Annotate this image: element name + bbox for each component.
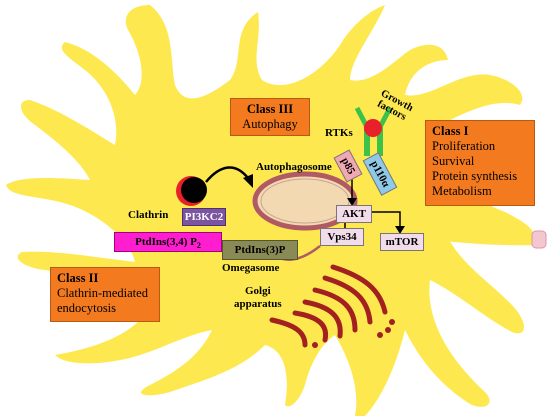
class-ii-title: Class II [57, 271, 99, 285]
ptdins34-label: PtdIns(3,4) P [135, 236, 197, 248]
class-i-title: Class I [432, 124, 469, 138]
omegasome-label: Omegasome [222, 262, 280, 274]
mtor-box: mTOR [380, 233, 424, 251]
receptor-stem-right [377, 126, 383, 156]
clathrin-arrow [205, 166, 249, 183]
ptdins34-box: PtdIns(3,4) P2 [114, 232, 222, 252]
clathrin-arrowhead [243, 174, 253, 188]
clathrin-coat [181, 177, 207, 203]
class-i-box: Class I Proliferation Survival Protein s… [425, 120, 535, 206]
class-i-item: Protein synthesis [432, 169, 518, 183]
akt-to-mtor-arrow [372, 211, 401, 228]
ptdins3p-box: PtdIns(3)P [222, 240, 298, 260]
rtks-label: RTKs [325, 127, 353, 139]
clathrin-label: Clathrin [128, 209, 169, 221]
pi3kc2-box: PI3KC2 [182, 208, 226, 226]
class-ii-item: endocytosis [57, 301, 117, 315]
golgi-label-line2: apparatus [234, 298, 282, 310]
golgi-apparatus [269, 264, 395, 348]
autophagosome-label: Autophagosome [256, 161, 332, 173]
golgi-label-line1: Golgi [245, 285, 271, 297]
axon-terminal [531, 230, 547, 249]
axon [430, 222, 535, 246]
vps34-box: Vps34 [320, 228, 364, 246]
class-i-item: Survival [432, 154, 475, 168]
class-i-item: Proliferation [432, 139, 496, 153]
class-ii-box: Class II Clathrin-mediated endocytosis [50, 267, 160, 322]
class-iii-box: Class III Autophagy [230, 98, 310, 136]
receptor-stem-left [364, 126, 370, 156]
ptdins34-subscript: 2 [196, 241, 201, 251]
class-iii-item: Autophagy [242, 117, 298, 131]
class-ii-item: Clathrin-mediated [57, 286, 148, 300]
akt-box: AKT [336, 205, 372, 223]
class-i-item: Metabolism [432, 184, 492, 198]
golgi-label: Golgi apparatus [234, 285, 282, 311]
growth-factor-ligand [364, 119, 382, 137]
akt-to-mtor-arrowhead [395, 226, 405, 234]
p85-to-akt-arrowhead [347, 198, 357, 206]
receptor-right-arm [377, 106, 393, 129]
class-iii-title: Class III [246, 102, 294, 116]
